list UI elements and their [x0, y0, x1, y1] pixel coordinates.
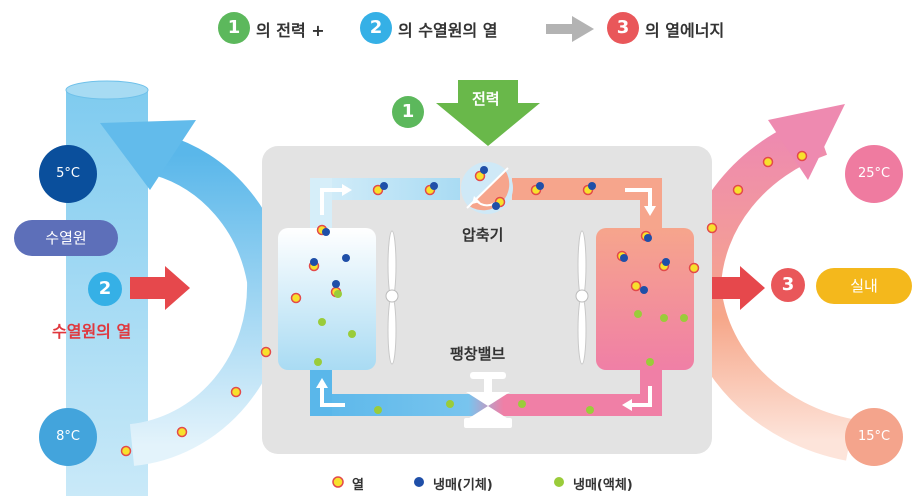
- power-arrow: [436, 80, 540, 146]
- liquid-dot: [446, 400, 454, 408]
- indoor-pill: 실내: [816, 268, 912, 304]
- step2-badge: 2: [360, 12, 392, 44]
- machine-box: [262, 146, 712, 454]
- gas-dot: [380, 182, 388, 190]
- expansion-valve-label: 팽창밸브: [450, 345, 506, 363]
- liquid-dot: [518, 400, 526, 408]
- power-badge: 1: [392, 96, 424, 128]
- source-heat-label: 수열원의 열: [52, 322, 132, 341]
- heat-dot: [230, 386, 242, 398]
- indoor-heat-badge: 3: [771, 268, 805, 302]
- temp-left-bottom: 8°C: [39, 408, 97, 466]
- fan-right-icon: [575, 230, 589, 365]
- expansion-valve-icon: [464, 372, 512, 428]
- gas-dot: [480, 166, 488, 174]
- red-arrow-right: [712, 266, 765, 310]
- gas-dot: [310, 258, 318, 266]
- gas-dot: [644, 234, 652, 242]
- compressor-label: 압축기: [462, 226, 504, 244]
- gas-dot: [640, 286, 648, 294]
- left-flow-arc: [129, 134, 290, 466]
- fan-left-icon: [385, 230, 399, 365]
- water-source-pill: 수열원: [14, 220, 118, 256]
- liquid-dot: [660, 314, 668, 322]
- heat-dot: [120, 445, 132, 457]
- step3-badge: 3: [607, 12, 639, 44]
- heat-dot: [630, 280, 642, 292]
- source-heat-badge: 2: [88, 272, 122, 306]
- condenser: [596, 228, 694, 370]
- liquid-dot: [318, 318, 326, 326]
- heat-dot: [372, 184, 384, 196]
- heat-dot: [706, 222, 718, 234]
- liquid-dot: [374, 406, 382, 414]
- liquid-dot: [314, 358, 322, 366]
- temp-right-top: 25°C: [845, 145, 903, 203]
- power-label: 전력: [472, 90, 500, 108]
- step1-text: 의 전력 +: [256, 21, 325, 40]
- temp-left-top: 5°C: [39, 145, 97, 203]
- legend-heat-label: 열: [352, 478, 364, 493]
- heat-dot: [796, 150, 808, 162]
- liquid-dot: [348, 330, 356, 338]
- legend-gas-label: 냉매(기체): [433, 478, 493, 493]
- heat-dot: [688, 262, 700, 274]
- heat-dot: [474, 170, 486, 182]
- liquid-dot: [634, 310, 642, 318]
- gas-dot: [322, 228, 330, 236]
- liquid-dot: [586, 406, 594, 414]
- liquid-dot: [334, 290, 342, 298]
- gas-dot: [342, 254, 350, 262]
- legend-liquid-label: 냉매(액체): [573, 478, 633, 493]
- gas-dot: [620, 254, 628, 262]
- heat-dot: [290, 292, 302, 304]
- red-arrow-left: [130, 266, 190, 310]
- liquid-dot: [646, 358, 654, 366]
- legend-gas-icon: [414, 477, 424, 487]
- liquid-dot: [680, 314, 688, 322]
- gas-dot: [588, 182, 596, 190]
- heat-dot: [176, 426, 188, 438]
- heat-dot: [260, 346, 272, 358]
- legend-heat-icon: [332, 476, 344, 488]
- gas-dot: [662, 258, 670, 266]
- gas-dot: [536, 182, 544, 190]
- step2-text: 의 수열원의 열: [398, 21, 498, 40]
- gas-dot: [492, 202, 500, 210]
- heat-dot: [732, 184, 744, 196]
- gray-arrow-icon: [546, 16, 594, 42]
- step3-text: 의 열에너지: [645, 21, 725, 40]
- legend-liquid-icon: [554, 477, 564, 487]
- step1-badge: 1: [218, 12, 250, 44]
- temp-right-bottom: 15°C: [845, 408, 903, 466]
- gas-dot: [332, 280, 340, 288]
- gas-dot: [430, 182, 438, 190]
- heat-dot: [762, 156, 774, 168]
